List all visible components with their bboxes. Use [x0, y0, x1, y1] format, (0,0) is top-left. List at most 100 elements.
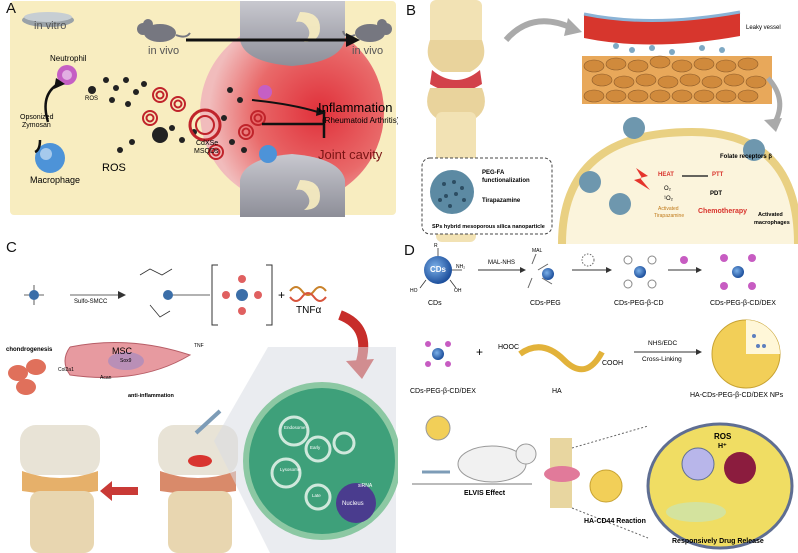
nucleus-icon	[336, 483, 376, 523]
cds-peg-cd-dex-label-2: CDs-PEG-β-CD/DEX	[410, 388, 476, 395]
ros-small-label: ROS	[85, 96, 99, 102]
inflammation-label: Inflammation	[318, 100, 393, 115]
cds-peg-cd-dex-icon	[732, 266, 744, 278]
activated-tpz-label-2: Tirapazamine	[654, 213, 685, 219]
ros-d-label: ROS	[714, 432, 732, 441]
mouse-icon-right	[342, 19, 392, 42]
sirna-label: siRNA	[358, 483, 373, 489]
chondrogenesis-label: chondrogenesis	[6, 347, 53, 353]
oh-label: OH	[454, 288, 462, 294]
r-label: R	[434, 243, 438, 249]
sox9-label: Sox9	[120, 358, 132, 364]
panel-c-illustration: +	[8, 264, 398, 553]
ra-label: (Rheumatoid Arthritis)	[322, 116, 398, 125]
functionalized-np-icon	[236, 289, 248, 301]
ptt-label: PTT	[712, 172, 724, 178]
in-vivo-left-label: in vivo	[148, 45, 180, 57]
panel-b-illustration	[421, 0, 798, 244]
panel-b: B Leaky vessel PEG-FA functionalization …	[402, 0, 798, 244]
drug-release-label: Responsively Drug Release	[672, 538, 764, 545]
lysosome-label: Lysosome	[280, 467, 301, 472]
activated-macrophages-label-1: Activated	[758, 212, 783, 218]
joint-cavity-circle	[200, 20, 384, 204]
cds-label: CDs	[428, 300, 442, 307]
heat-lightning-icon	[634, 168, 650, 190]
cds-core-label: CDs	[430, 265, 447, 274]
activated-tpz-label-1: Activated	[658, 206, 679, 212]
pdt-label: PDT	[710, 191, 722, 197]
cds-core-icon	[424, 256, 452, 284]
syringe-icon	[194, 409, 222, 435]
in-vitro-label: in vitro	[34, 20, 67, 32]
reaction-scheme	[24, 268, 210, 318]
panel-d-label: D	[404, 242, 415, 259]
tissue-cells	[582, 43, 772, 104]
nh2-label: NH₂	[456, 264, 466, 270]
mal-label: MAL	[532, 248, 543, 254]
ha-chain-icon	[518, 344, 605, 373]
functionalization-label: functionalization	[482, 178, 530, 184]
cds-peg-icon	[542, 268, 554, 280]
tirapazamine-label: Tirapazamine	[482, 198, 521, 204]
svg-text:+: +	[278, 288, 285, 302]
joint-cavity-label: Joint cavity	[318, 147, 383, 162]
sps-label: SPs hybrid mesoporous silica nanoparticl…	[432, 224, 545, 230]
ros-particles	[103, 77, 247, 153]
opsonized-label: Opsonized	[20, 114, 54, 121]
peg-fa-label: PEG-FA	[482, 170, 505, 176]
ros-large-label: ROS	[102, 162, 126, 174]
qd-rings	[142, 87, 266, 160]
ha-label: HA	[552, 388, 562, 395]
mouse-injection-icon	[412, 415, 537, 485]
nanoparticle-core-1	[29, 290, 39, 300]
membrane-nanoparticles	[579, 117, 765, 215]
ha-nps-label: HA-CDs-PEG-β-CD/DEX NPs	[690, 392, 784, 399]
chondrocyte-cells	[8, 359, 46, 395]
panel-a: A in vitro in vivo in vivo Neutrophil RO…	[0, 0, 398, 218]
activated-macrophages-label-2: macrophages	[754, 220, 790, 226]
beta-cd-icon	[581, 253, 595, 267]
cds-peg-cd-label: CDs-PEG-β-CD	[614, 300, 664, 307]
folate-receptors-label: Folate receptors β	[720, 154, 773, 160]
svg-text:+: +	[476, 345, 483, 359]
tnf-label: TNF	[194, 343, 204, 349]
msc-label: MSC	[112, 346, 132, 356]
silica-nanoparticle-icon	[430, 170, 474, 214]
cds-peg-cd-dex-label: CDs-PEG-β-CD/DEX	[710, 300, 776, 307]
panel-b-label: B	[406, 2, 417, 19]
early-label: Early	[310, 445, 321, 450]
panel-a-illustration	[10, 1, 396, 217]
zymosan-label: Zymosan	[22, 122, 51, 129]
macrophage-membrane	[558, 127, 798, 244]
in-vivo-right-label: in vivo	[352, 45, 384, 57]
lower-bone-icon	[240, 154, 345, 217]
heat-label: HEAT	[658, 172, 674, 178]
cross-linking-label: Cross-Linking	[642, 356, 682, 363]
panel-c: +	[0, 235, 398, 553]
cooh-label: COOH	[602, 360, 623, 367]
singlet-o2-label: ¹O₂	[664, 196, 673, 202]
vesicles	[270, 415, 356, 511]
msqds-label: MSQDs	[194, 148, 219, 155]
h-plus-label: H⁺	[718, 443, 727, 450]
nucleus-label: Nucleus	[342, 501, 364, 507]
endosome-label: Endosome	[284, 425, 306, 430]
col2a1-label: Col2a1	[58, 367, 74, 373]
neutrophil-label: Neutrophil	[50, 54, 87, 63]
macrophage-label: Macrophage	[30, 175, 81, 185]
acan-label: Acan	[100, 375, 112, 381]
msqd-ring-icon	[188, 108, 222, 142]
inflamed-joint-icon	[430, 70, 482, 92]
panel-a-label: A	[6, 0, 17, 17]
ha-np-small-icon	[589, 469, 623, 503]
leaky-vessel-label: Leaky vessel	[746, 25, 781, 31]
ha-cd44-label: HA-CD44 Reaction	[584, 518, 646, 525]
hooc-label: HOOC	[498, 344, 519, 351]
nucleus-d-icon	[724, 452, 756, 484]
sulfo-smcc-label: Sulfo-SMCC	[74, 299, 108, 305]
o2-label: O₂	[664, 186, 671, 192]
ho-label: HO	[410, 288, 418, 294]
nanoparticle-core-2	[163, 290, 173, 300]
healthy-knee-icon	[20, 425, 100, 553]
upper-bone-icon	[240, 1, 345, 66]
